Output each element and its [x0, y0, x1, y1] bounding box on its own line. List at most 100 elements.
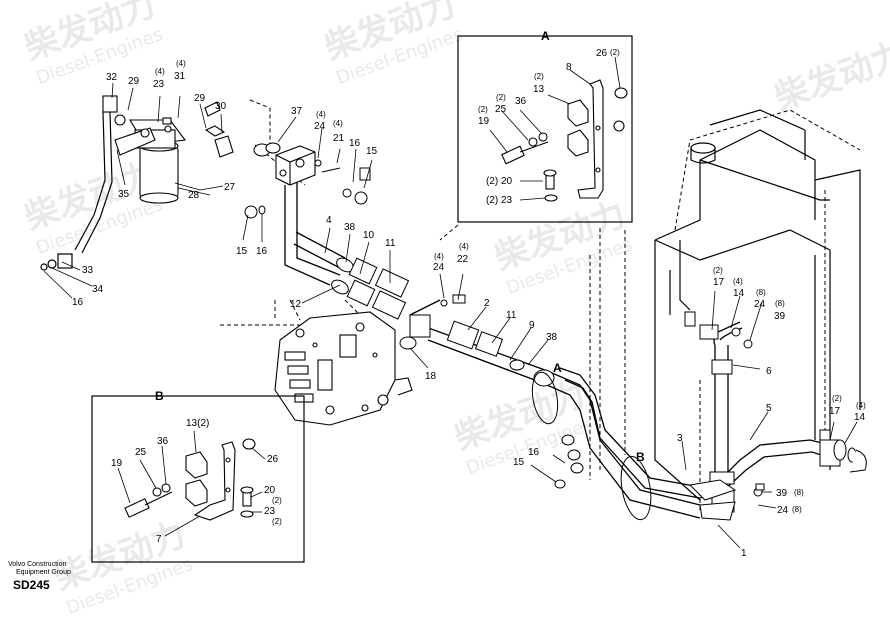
- callout-24-c-qty: (8): [756, 288, 766, 297]
- callout-7-b: 7: [156, 534, 162, 545]
- section-markers: [531, 371, 652, 521]
- callout-27: 27: [224, 182, 236, 193]
- callout-8: 8: [566, 62, 572, 73]
- callout-10: 10: [363, 230, 375, 241]
- callout-33: 33: [82, 265, 94, 276]
- section-marker-a: A: [553, 361, 562, 375]
- section-marker-b: B: [636, 450, 645, 464]
- callout-21: 21: [333, 133, 345, 144]
- detail-a-labels: A 26 (2) 8 (2) 13 (2) 25 36 (2) 19 (2) 2…: [478, 29, 620, 206]
- callout-36: 36: [515, 96, 527, 107]
- callout-20-b: 20: [264, 485, 276, 496]
- callout-19-b: 19: [111, 458, 123, 469]
- callout-26-b: 26: [267, 454, 279, 465]
- callout-17-qty: (2): [713, 266, 723, 275]
- callout-11: 11: [385, 238, 396, 249]
- callout-13-qty: (2): [534, 72, 544, 81]
- callout-22-qty: (4): [459, 242, 469, 251]
- callout-22: 22: [457, 254, 469, 265]
- callout-39-qty: (8): [775, 299, 785, 308]
- callout-23-b: 23: [264, 506, 276, 517]
- callout-39-b: 39: [776, 488, 788, 499]
- callout-23-qty: (4): [155, 67, 165, 76]
- callout-2: 2: [484, 298, 490, 309]
- callout-16-c: 16: [72, 297, 84, 308]
- callout-25: 25: [495, 104, 507, 115]
- callout-20-b-qty: (2): [272, 496, 282, 505]
- callout-20: (2) 20: [486, 176, 513, 187]
- block-37: [253, 142, 316, 186]
- callout-13: 13: [533, 84, 545, 95]
- callout-16-b: 16: [256, 246, 268, 257]
- callout-28: 28: [188, 190, 200, 201]
- callout-23: 23: [153, 79, 165, 90]
- callout-18: 18: [425, 371, 437, 382]
- callout-12: 12: [290, 299, 302, 310]
- callout-25-b: 25: [135, 447, 147, 458]
- callout-3: 3: [677, 433, 683, 444]
- callout-19-qty: (2): [478, 105, 488, 114]
- callout-24-c: 24: [754, 299, 766, 310]
- callout-24-qty: (4): [316, 110, 326, 119]
- callout-14-b-qty: (4): [856, 401, 866, 410]
- callout-17-b: 17: [829, 406, 841, 417]
- callout-39: 39: [774, 311, 786, 322]
- callout-26-qty: (2): [610, 48, 620, 57]
- callout-26: 26: [596, 48, 608, 59]
- callout-17-b-qty: (2): [832, 394, 842, 403]
- detail-b-box: [91, 395, 305, 563]
- oil-filter-assembly: [102, 95, 234, 204]
- callout-24-b: 24: [433, 262, 445, 273]
- callout-34: 34: [92, 284, 104, 295]
- callout-24-b-qty: (4): [434, 252, 444, 261]
- main-labels: 32 29 (4) 23 (4) 31 29 30 37 (4) 24 (4) …: [72, 59, 866, 559]
- callout-32: 32: [106, 72, 118, 83]
- drawing-code: SD245: [13, 578, 50, 592]
- callout-36-b: 36: [157, 436, 169, 447]
- footer-company-line2: Equipment Group: [16, 569, 71, 576]
- callout-37: 37: [291, 106, 303, 117]
- callout-14-qty: (4): [733, 277, 743, 286]
- callout-24-d-qty: (8): [792, 505, 802, 514]
- control-valve: [274, 311, 413, 426]
- leader-lines: [43, 82, 858, 549]
- callout-29: 29: [128, 76, 140, 87]
- hose-fittings: [684, 311, 867, 521]
- callout-24: 24: [314, 121, 326, 132]
- callout-29-b: 29: [194, 93, 206, 104]
- footer-company: Volvo Construction Equipment Group: [8, 561, 71, 577]
- callout-31: 31: [174, 71, 186, 82]
- detail-b-title: B: [155, 389, 164, 403]
- callout-14: 14: [733, 288, 745, 299]
- detail-a-box: [457, 35, 633, 223]
- callout-15-c: 15: [513, 457, 525, 468]
- callout-23: (2) 23: [486, 195, 513, 206]
- callout-14-b: 14: [854, 412, 866, 423]
- footer-company-line1: Volvo Construction: [8, 561, 67, 568]
- callout-39-b-qty: (8): [794, 488, 804, 497]
- callout-19: 19: [478, 116, 490, 127]
- callout-1: 1: [741, 548, 747, 559]
- callout-15: 15: [366, 146, 378, 157]
- callout-17: 17: [713, 277, 725, 288]
- callout-24-d: 24: [777, 505, 789, 516]
- callout-9: 9: [529, 320, 535, 331]
- callout-6: 6: [766, 366, 772, 377]
- callout-4: 4: [326, 215, 332, 226]
- callout-35: 35: [118, 189, 130, 200]
- watermark-cn: 柴发动力: [769, 34, 890, 118]
- callout-25-qty: (2): [496, 93, 506, 102]
- callout-21-qty: (4): [333, 119, 343, 128]
- callout-16: 16: [349, 138, 361, 149]
- callout-15-b: 15: [236, 246, 248, 257]
- callout-23-b-qty: (2): [272, 517, 282, 526]
- callout-38-b: 38: [546, 332, 558, 343]
- callout-16-d: 16: [528, 447, 540, 458]
- callout-30: 30: [215, 101, 227, 112]
- detail-b-labels: B 13(2) 36 25 19 26 20 (2) 23 (2) 7: [111, 389, 282, 545]
- callout-38: 38: [344, 222, 356, 233]
- detail-a-title: A: [541, 29, 550, 43]
- callout-11-b: 11: [506, 310, 517, 321]
